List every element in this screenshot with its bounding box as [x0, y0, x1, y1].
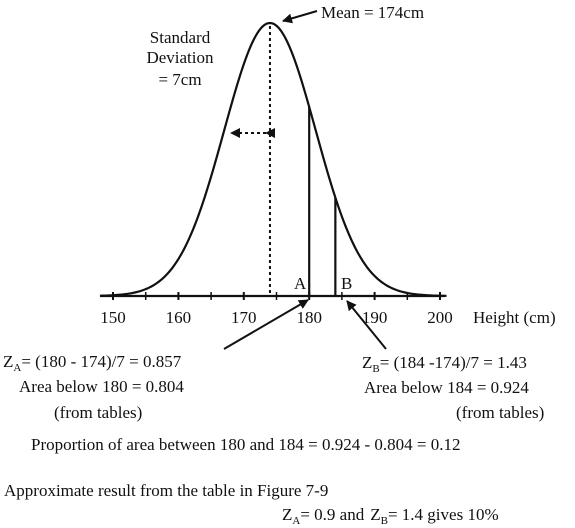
x-tick-label: 180	[296, 308, 322, 327]
x-tick-label: 190	[362, 308, 388, 327]
x-tick-label: 170	[231, 308, 257, 327]
calc-a-z: ZA= (180 - 174)/7 = 0.857	[3, 352, 182, 374]
marker-b: B	[341, 274, 352, 293]
marker-a: A	[294, 274, 307, 293]
calc-a-source: (from tables)	[54, 403, 142, 422]
axis-label: Height (cm)	[473, 308, 556, 327]
x-axis-ticks: 150 160 170 180 190 200	[100, 292, 453, 327]
x-tick-label: 150	[100, 308, 126, 327]
sd-label-line-2: Deviation	[146, 48, 214, 67]
mean-pointer-arrow	[282, 10, 318, 24]
calc-b-area: Area below 184 = 0.924	[364, 378, 529, 397]
x-tick-label: 160	[166, 308, 192, 327]
bell-curve	[99, 21, 447, 297]
sd-label-line-3: = 7cm	[158, 70, 201, 89]
calc-a-area: Area below 180 = 0.804	[19, 377, 184, 396]
sd-label-line-1: Standard	[150, 28, 211, 47]
arrow-to-b	[346, 300, 387, 350]
x-tick-label: 200	[427, 308, 453, 327]
calc-b-source: (from tables)	[456, 403, 544, 422]
calc-b-z: ZB= (184 -174)/7 = 1.43	[362, 353, 527, 375]
arrow-to-a	[223, 299, 309, 350]
mean-label: Mean = 174cm	[321, 3, 424, 22]
approx-heading: Approximate result from the table in Fig…	[4, 481, 328, 500]
proportion-line: Proportion of area between 180 and 184 =…	[31, 435, 460, 454]
